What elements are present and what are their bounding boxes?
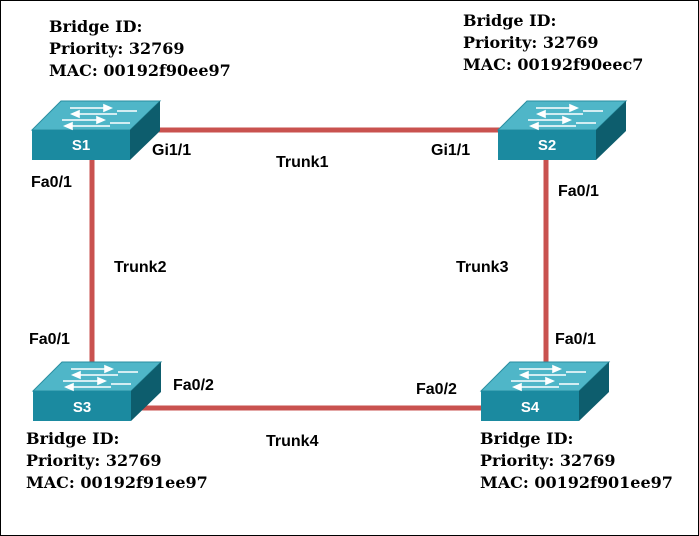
switch-s1[interactable]: S1: [31, 100, 161, 161]
trunk1-port-s2: Gi1/1: [431, 142, 471, 159]
s3-priority: Priority: 32769: [26, 451, 162, 470]
switch-s1-name: S1: [72, 137, 90, 154]
s3-mac: MAC: 00192f91ee97: [26, 473, 208, 492]
trunk2-port-s3: Fa0/1: [29, 331, 70, 348]
trunk4-port-s4: Fa0/2: [416, 381, 457, 398]
switch-s4[interactable]: S4: [480, 361, 610, 422]
trunk4-label: Trunk4: [266, 433, 319, 450]
switch-s2[interactable]: S2: [497, 100, 627, 161]
trunk3-port-s2: Fa0/1: [558, 183, 599, 200]
trunk1-port-s1: Gi1/1: [152, 142, 192, 159]
trunk2-label: Trunk2: [114, 259, 167, 276]
trunk2-port-s1: Fa0/1: [31, 174, 72, 191]
s4-bridge-info: Bridge ID: Priority: 32769 MAC: 00192f90…: [480, 428, 673, 494]
s1-priority: Priority: 32769: [49, 39, 185, 58]
s2-bridge-info: Bridge ID: Priority: 32769 MAC: 00192f90…: [463, 10, 643, 76]
s1-bridge-info: Bridge ID: Priority: 32769 MAC: 00192f90…: [49, 16, 231, 82]
s3-bridge-id-label: Bridge ID:: [26, 429, 120, 448]
s4-mac: MAC: 00192f901ee97: [480, 473, 673, 492]
s4-priority: Priority: 32769: [480, 451, 616, 470]
switch-s4-name: S4: [521, 399, 540, 416]
switch-s3-name: S3: [73, 399, 91, 416]
s2-bridge-id-label: Bridge ID:: [463, 11, 557, 30]
s3-bridge-info: Bridge ID: Priority: 32769 MAC: 00192f91…: [26, 428, 208, 494]
switch-s3[interactable]: S3: [32, 361, 162, 422]
trunk1-label: Trunk1: [276, 154, 329, 171]
switch-s2-name: S2: [538, 137, 556, 154]
trunk3-port-s4: Fa0/1: [555, 331, 596, 348]
s1-mac: MAC: 00192f90ee97: [49, 61, 231, 80]
trunk3-label: Trunk3: [456, 259, 509, 276]
s1-bridge-id-label: Bridge ID:: [49, 17, 143, 36]
s2-priority: Priority: 32769: [463, 33, 599, 52]
s4-bridge-id-label: Bridge ID:: [480, 429, 574, 448]
s2-mac: MAC: 00192f90eec7: [463, 55, 644, 74]
trunk4-port-s3: Fa0/2: [173, 377, 214, 394]
